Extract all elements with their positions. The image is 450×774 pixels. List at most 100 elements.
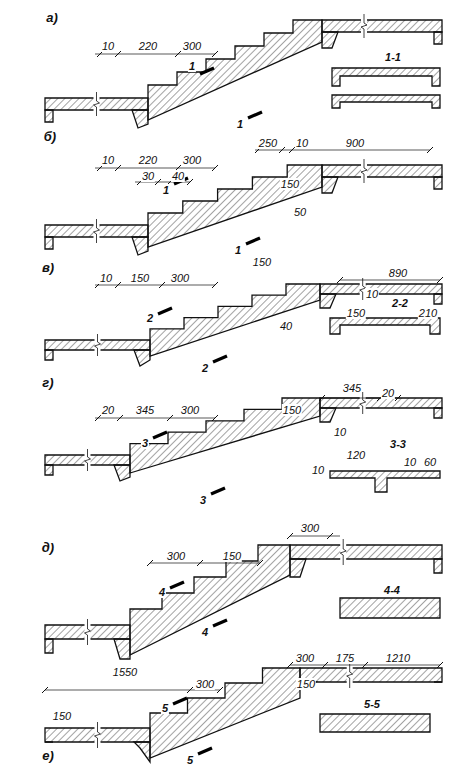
dimension-label: 60 [423,456,437,468]
dimension-label: 300 [300,522,320,534]
break-line [95,722,101,748]
concrete-section [45,110,53,122]
dimension-label: 900 [345,137,365,149]
dimension-label: 50 [293,206,307,218]
concrete-section [148,165,322,247]
dimension-label: 10 [333,426,347,438]
concrete-section [322,165,442,177]
dimension-tick [287,533,293,539]
concrete-section [340,598,440,618]
dimension-tick [327,533,333,539]
concrete-section [332,95,440,108]
dimension-label: 150 [296,678,316,690]
dimension-label: 300 [182,154,202,166]
dimension-label: 250 [258,137,278,149]
concrete-section [290,559,306,577]
dimension-label: 10 [101,154,115,166]
dimension-label: 1210 [385,652,411,664]
dimension-label: 300 [195,678,215,690]
concrete-section [130,545,290,655]
section-label: 3-3 [389,438,407,450]
section-cut-mark [198,748,212,754]
dimension-tick [257,560,263,566]
concrete-section [434,681,442,682]
section-label: 3 [141,437,149,449]
concrete-section [434,294,442,304]
dimension-tick [115,165,121,171]
section-label: 4 [201,626,209,638]
dimension-label: 220 [138,154,158,166]
dimension-tick [212,51,218,57]
dimension-line [95,418,215,419]
concrete-section [114,639,130,659]
section-label: 1-1 [384,51,402,63]
dimension-line [95,54,215,55]
dimension-label: 150 [130,272,150,284]
dimension-label: 10 [99,272,113,284]
section-cut-mark [248,112,262,118]
section-label: 5 [186,754,194,766]
section-label: 2-2 [391,297,409,309]
dimension-tick [337,277,343,283]
break-line [94,219,100,243]
section-cut-mark [213,620,227,626]
concrete-section [434,559,442,573]
concrete-section [132,237,148,255]
section-cut-mark [173,698,187,704]
dimension-tick [115,51,121,57]
section-cut-mark [200,68,214,74]
section-label: 5-5 [363,698,381,710]
break-line [361,159,367,183]
dimension-tick [362,662,368,668]
concrete-section [320,714,430,732]
dimension-line [45,690,220,691]
concrete-section [150,284,320,356]
section-label: 4 [158,586,166,598]
dimension-label: 40 [171,170,185,182]
concrete-section [320,408,336,422]
dimension-label: 890 [388,267,408,279]
section-label: 4-4 [383,584,401,596]
section-cut-mark [158,308,172,314]
concrete-section [434,408,442,418]
dimension-label: 210 [418,307,438,319]
dimension-label: 1550 [112,666,138,678]
dimension-tick [155,179,161,185]
concrete-section [330,471,440,492]
concrete-section [290,545,442,559]
dimension-tick [212,165,218,171]
section-label: 1 [162,184,170,196]
section-cut-mark [213,356,227,362]
section-cut-mark [153,432,167,438]
section-label: 5 [161,702,169,714]
concrete-section [45,465,53,475]
section-cut-mark [246,238,260,244]
dimension-tick [437,277,443,283]
dimension-label: 20 [381,387,395,399]
concrete-section [45,237,53,249]
dimension-tick [117,415,123,421]
stair-elements [42,14,443,762]
dimension-label: 10 [403,456,417,468]
dimension-tick [287,662,293,668]
dimension-tick [187,179,193,185]
dimension-label: 150 [52,710,72,722]
dimension-label: 150 [252,256,272,268]
dimension-tick [279,147,285,153]
section-label: 3 [199,494,207,506]
dimension-tick [212,415,218,421]
dimension-label: 150 [282,404,302,416]
concrete-section [322,20,442,32]
figure-letter: г) [41,377,54,389]
dimension-tick [322,662,328,668]
concrete-section [45,350,53,360]
dimension-label: 175 [335,652,355,664]
dimension-label: 345 [135,404,155,416]
dimension-label: 300 [182,40,202,52]
dimension-label: 30 [141,170,155,182]
concrete-section [332,68,440,86]
break-line [85,619,91,645]
break-line [94,92,100,116]
concrete-section [132,110,148,128]
dimension-line [340,280,440,281]
